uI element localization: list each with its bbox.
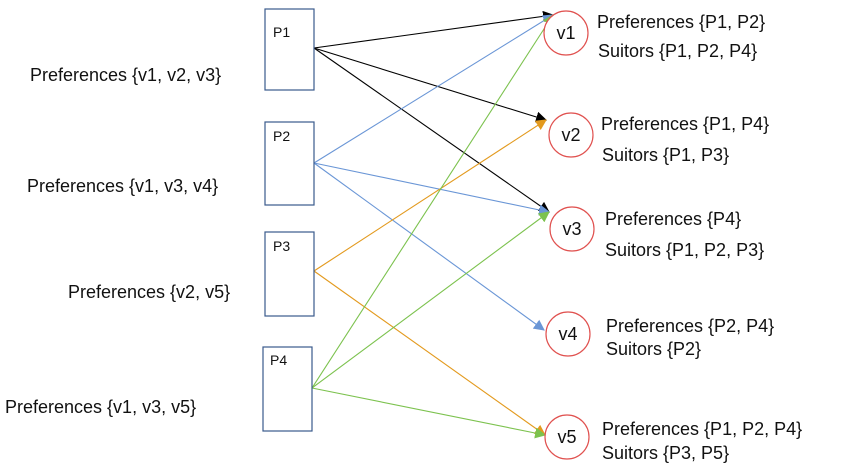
receiver-suitors-v1: Suitors {P1, P2, P4}: [598, 41, 758, 61]
proposer-node: P1: [264, 8, 315, 91]
receiver-suitors-v3: Suitors {P1, P2, P3}: [605, 240, 765, 260]
receiver-node: v2: [548, 112, 594, 158]
edge-p3-v2: [313, 119, 547, 272]
proposer-preferences-p3: Preferences {v2, v5}: [68, 282, 231, 302]
receiver-node: v1: [543, 10, 589, 56]
receiver-preferences-v4: Preferences {P2, P4}: [606, 316, 775, 336]
receiver-node: v5: [544, 414, 590, 460]
proposer-preferences-p1: Preferences {v1, v2, v3}: [30, 65, 222, 85]
edge-p1-v1: [313, 10, 555, 49]
receiver-label: v3: [562, 219, 581, 239]
proposer-node: P2: [264, 121, 315, 206]
edge-p4-v3: [311, 211, 550, 389]
receiver-node: v3: [549, 206, 595, 252]
receiver-preferences-v2: Preferences {P1, P4}: [601, 114, 770, 134]
proposer-label: P3: [273, 238, 290, 254]
proposer-box: [262, 346, 313, 432]
receiver-suitors-v5: Suitors {P3, P5}: [602, 443, 730, 463]
edge-p3-v5: [313, 270, 546, 436]
edge-p1-v2: [313, 47, 548, 123]
receiver-label: v5: [557, 427, 576, 447]
edge-p4-v1: [311, 14, 554, 389]
proposer-label: P1: [273, 24, 290, 40]
edge-p1-v3: [313, 47, 550, 213]
proposer-node: P4: [262, 346, 313, 432]
receiver-label: v4: [558, 324, 577, 344]
proposer-node: P3: [264, 231, 315, 317]
receiver-preferences-v5: Preferences {P1, P2, P4}: [602, 419, 803, 439]
edges: [311, 10, 555, 439]
receiver-preferences-v3: Preferences {P4}: [605, 209, 742, 229]
proposer-preferences-p2: Preferences {v1, v3, v4}: [27, 176, 219, 196]
edge-p4-v5: [311, 387, 547, 439]
proposer-label: P4: [270, 352, 287, 368]
receiver-label: v1: [556, 23, 575, 43]
receiver-node: v4: [545, 311, 591, 357]
receiver-circle: [544, 414, 590, 460]
receiver-circle: [543, 10, 589, 56]
proposer-box: [264, 231, 315, 317]
receiver-circle: [549, 206, 595, 252]
receiver-preferences-v1: Preferences {P1, P2}: [597, 12, 766, 32]
edge-p2-v4: [313, 162, 545, 331]
receiver-label: v2: [561, 125, 580, 145]
receivers: v1 v2 v3 v4 v5: [543, 10, 595, 460]
edge-p2-v1: [313, 14, 554, 164]
proposer-label: P2: [273, 128, 290, 144]
edge-p2-v3: [313, 162, 551, 216]
receiver-suitors-v4: Suitors {P2}: [606, 339, 702, 359]
proposers: P1 P2 P3 P4: [262, 8, 315, 432]
proposer-preferences-p4: Preferences {v1, v3, v5}: [5, 397, 197, 417]
proposer-box: [264, 8, 315, 91]
receiver-circle: [545, 311, 591, 357]
proposer-box: [264, 121, 315, 206]
receiver-suitors-v2: Suitors {P1, P3}: [602, 145, 730, 165]
receiver-circle: [548, 112, 594, 158]
